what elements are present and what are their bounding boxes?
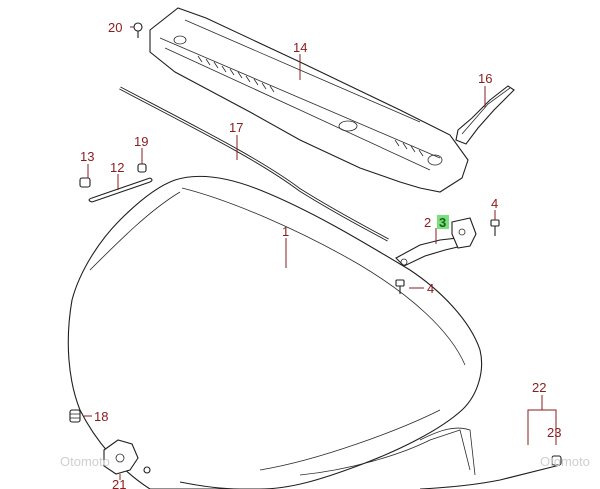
cowl-panel-part-14 xyxy=(149,7,469,193)
callout-12: 12 xyxy=(110,160,124,175)
hinge-part-2 xyxy=(395,217,477,267)
bolt-part-4-upper xyxy=(490,219,500,236)
callout-16: 16 xyxy=(478,71,492,86)
holder-part-13 xyxy=(79,177,91,188)
bolt-part-4-lower xyxy=(395,279,405,294)
prop-rod-part-12 xyxy=(88,177,153,203)
callout-4-upper: 4 xyxy=(491,196,498,211)
clip-part-20 xyxy=(133,22,143,38)
callout-4-lower: 4 xyxy=(427,281,434,296)
callout-19: 19 xyxy=(134,134,148,149)
hood-panel-part-1 xyxy=(67,175,483,489)
highlight-box xyxy=(437,215,449,229)
callout-1: 1 xyxy=(282,224,289,239)
weatherstrip-part-17 xyxy=(119,86,389,242)
watermark-left: Otomoto xyxy=(60,454,110,469)
callout-13: 13 xyxy=(80,149,94,164)
callout-17: 17 xyxy=(229,120,243,135)
callout-2: 2 xyxy=(424,215,431,230)
watermark-right: Otomoto xyxy=(540,454,590,469)
callout-23: 23 xyxy=(547,425,561,440)
callout-3: 3 xyxy=(439,215,446,230)
clip-part-23 xyxy=(551,455,562,466)
latch-part-21 xyxy=(103,439,151,475)
callout-20: 20 xyxy=(108,20,122,35)
side-seal-part-16 xyxy=(455,85,515,145)
bumper-part-18 xyxy=(69,409,81,423)
callout-14: 14 xyxy=(293,40,307,55)
grommet-part-19 xyxy=(137,163,147,173)
callout-18: 18 xyxy=(94,409,108,424)
leader-lines xyxy=(84,26,557,480)
callout-21: 21 xyxy=(112,477,126,489)
callout-22: 22 xyxy=(532,380,546,395)
